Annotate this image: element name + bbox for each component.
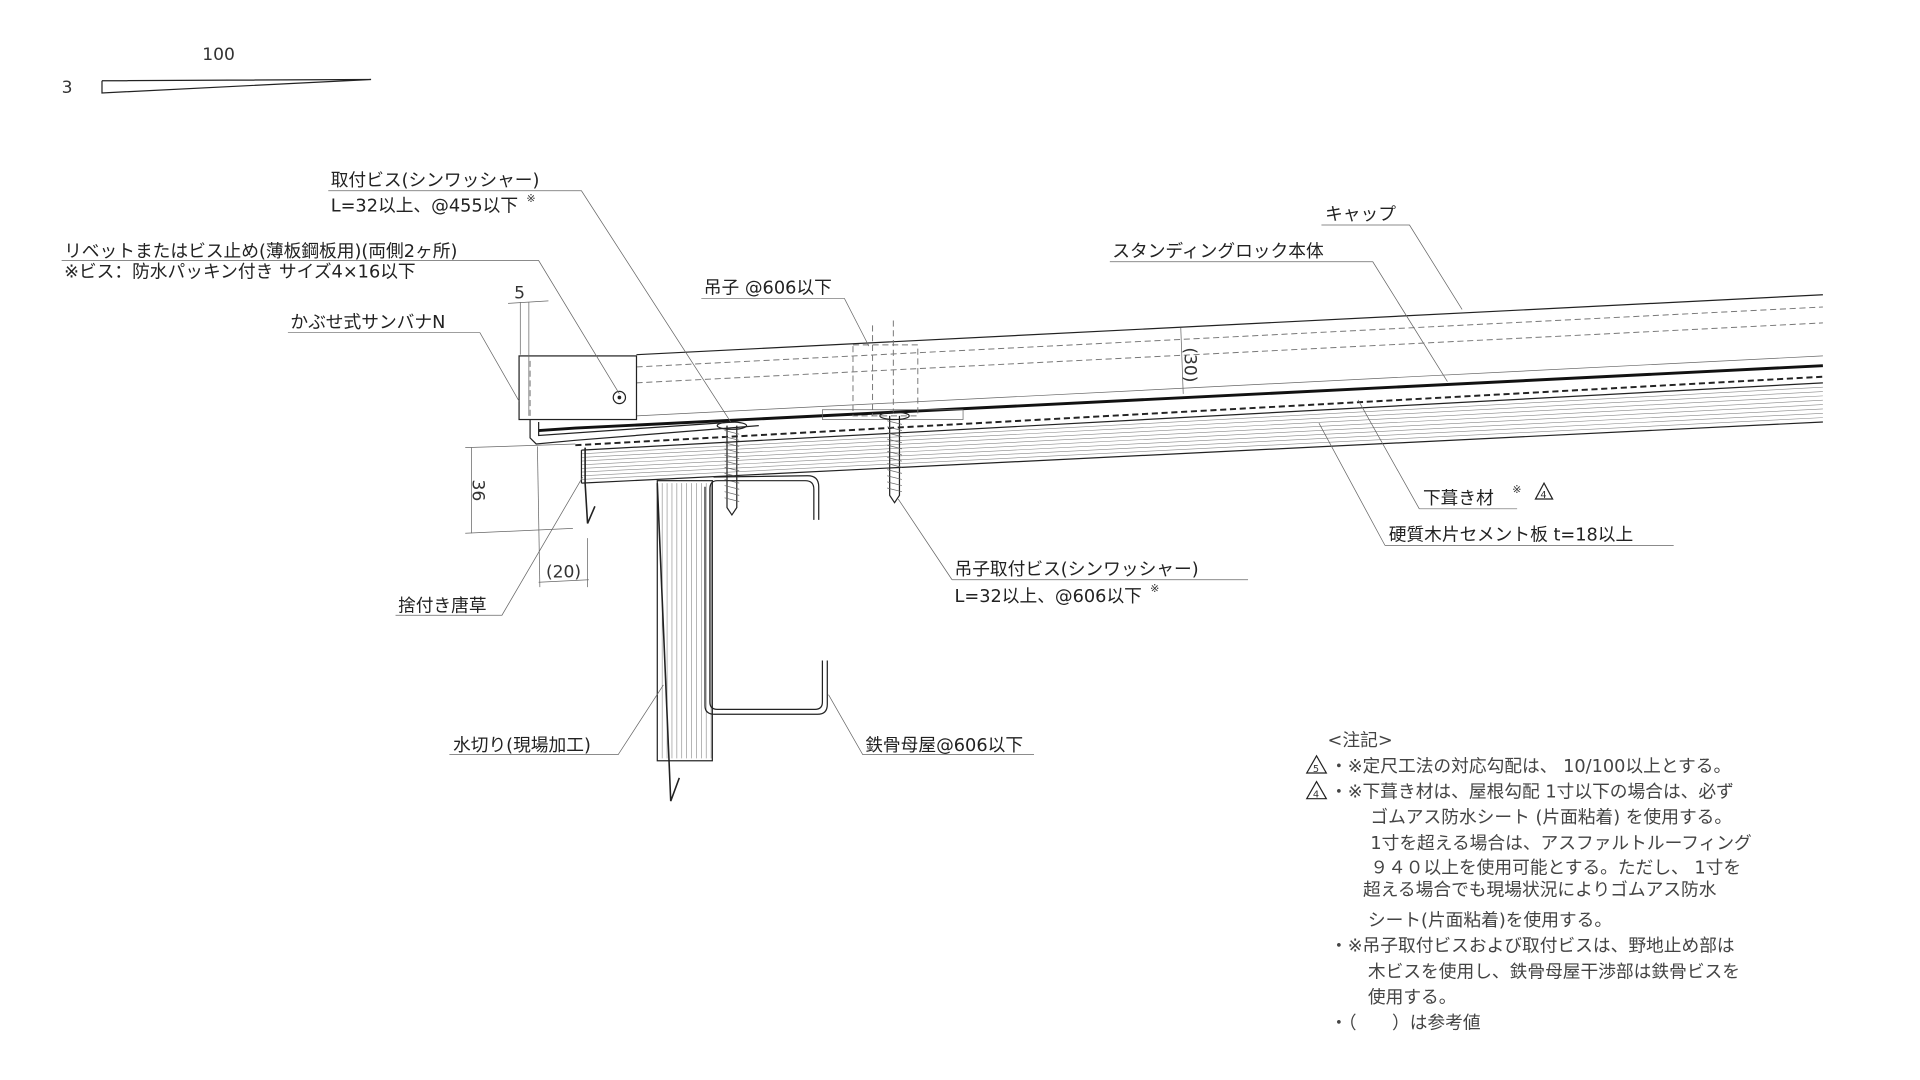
svg-text:硬質木片セメント板 t=18以上: 硬質木片セメント板 t=18以上 — [1389, 525, 1634, 546]
slope-run: 100 — [202, 45, 235, 65]
svg-text:捨付き唐草: 捨付き唐草 — [398, 596, 487, 617]
notes-title: <注記> — [1328, 730, 1393, 751]
note-line: 木ビスを使用し、鉄骨母屋干渉部は鉄骨ビスを — [1368, 961, 1740, 982]
slope-indicator: 3 100 — [62, 45, 372, 98]
dimension-20: (20) — [537, 446, 589, 588]
label-purlin: 鉄骨母屋@606以下 — [828, 694, 1034, 756]
label-fixing-screw: 取付ビス(シンワッシャー) L=32以上、@455以下 ※ — [328, 170, 731, 423]
dimension-30: (30) — [1179, 327, 1199, 394]
dimension-label: 5 — [514, 283, 525, 303]
svg-text:かぶせ式サンバナN: かぶせ式サンバナN — [290, 312, 445, 333]
label-cap: キャップ — [1321, 204, 1463, 310]
cap-hidden-line — [636, 322, 1823, 384]
slope-rise: 3 — [62, 78, 73, 98]
svg-text:4: 4 — [1313, 789, 1319, 800]
karakusa-flashing — [584, 447, 596, 524]
note-line: 使用する。 — [1368, 987, 1457, 1008]
svg-text:※: ※ — [1150, 582, 1159, 595]
revision-triangle-icon — [1305, 780, 1328, 800]
body-seam-line — [636, 355, 1823, 417]
svg-text:キャップ: キャップ — [1325, 204, 1396, 225]
steel-purlin — [656, 475, 828, 762]
note-line: シート(片面粘着)を使用する。 — [1368, 910, 1612, 931]
screw-icon — [879, 411, 910, 504]
svg-text:下葺き材: 下葺き材 — [1423, 488, 1494, 509]
revision-triangle-icon — [1534, 481, 1554, 500]
label-underlayment: 下葺き材 ※ 4 — [1357, 399, 1554, 510]
revision-triangle-icon — [1305, 754, 1328, 774]
svg-text:※: ※ — [1512, 483, 1521, 496]
dimension-label: (20) — [546, 562, 581, 582]
svg-text:4: 4 — [1540, 490, 1546, 501]
standing-lock-body — [538, 364, 1823, 432]
note-line: ・※吊子取付ビスおよび取付ビスは、野地止め部は — [1330, 936, 1735, 957]
note-line: ゴムアス防水シート (片面粘着) を使用する。 — [1370, 807, 1732, 828]
label-karakusa: 捨付き唐草 — [395, 476, 583, 617]
rivet-icon — [612, 390, 627, 405]
svg-text:※: ※ — [526, 192, 535, 205]
label-drip: 水切り(現場加工) — [449, 684, 664, 756]
slope-triangle — [101, 78, 372, 94]
svg-text:※ビス：防水パッキン付き サイズ4×16以下: ※ビス：防水パッキン付き サイズ4×16以下 — [64, 262, 416, 283]
board-top — [581, 382, 1823, 451]
dimension-36: 36 — [465, 443, 576, 534]
underlayment-line — [575, 375, 1823, 447]
notes-block: <注記> 5 4 ・※定尺工法の対応勾配は、 10/100以上とする。 ・※下葺… — [1305, 730, 1752, 1034]
drip-flashing — [656, 483, 681, 802]
label-clip: 吊子 @606以下 — [701, 279, 870, 347]
note-line: 1寸を超える場合は、アスファルトルーフィング — [1370, 833, 1751, 854]
board-bottom — [581, 421, 1823, 484]
svg-text:吊子取付ビス(シンワッシャー): 吊子取付ビス(シンワッシャー) — [954, 559, 1198, 580]
svg-text:取付ビス(シンワッシャー): 取付ビス(シンワッシャー) — [331, 170, 540, 191]
svg-text:リベットまたはビス止め(薄板鋼板用)(両側2ヶ所): リベットまたはビス止め(薄板鋼板用)(両側2ヶ所) — [64, 241, 457, 262]
svg-text:鉄骨母屋@606以下: 鉄骨母屋@606以下 — [865, 735, 1023, 756]
cap-top-line — [636, 294, 1823, 356]
note-line: ・※定尺工法の対応勾配は、 10/100以上とする。 — [1330, 756, 1731, 777]
svg-text:L=32以上、@606以下: L=32以上、@606以下 — [954, 586, 1141, 607]
svg-text:水切り(現場加工): 水切り(現場加工) — [453, 735, 591, 756]
sanbana-cover — [518, 355, 759, 445]
note-line: ・※下葺き材は、屋根勾配 1寸以下の場合は、必ず — [1330, 781, 1734, 802]
dimension-label: (30) — [1179, 347, 1199, 382]
label-sanbana: かぶせ式サンバナN — [287, 312, 520, 402]
cap-hidden-line — [636, 306, 1823, 368]
svg-text:5: 5 — [1313, 764, 1319, 775]
note-line: ９４０以上を使用可能とする。ただし、 1寸を — [1370, 857, 1741, 878]
roof-layers — [538, 294, 1823, 484]
label-standing-lock-body: スタンディングロック本体 — [1109, 241, 1448, 382]
svg-text:スタンディングロック本体: スタンディングロック本体 — [1112, 241, 1324, 262]
label-cement-board: 硬質木片セメント板 t=18以上 — [1318, 423, 1674, 546]
label-rivet: リベットまたはビス止め(薄板鋼板用)(両側2ヶ所) ※ビス：防水パッキン付き サ… — [61, 241, 620, 395]
svg-text:L=32以上、@455以下: L=32以上、@455以下 — [331, 196, 518, 217]
dimension-5: 5 — [508, 283, 549, 416]
svg-text:吊子 @606以下: 吊子 @606以下 — [704, 279, 832, 299]
cement-board — [581, 386, 1823, 480]
note-line: 超える場合でも現場状況によりゴムアス防水 — [1363, 879, 1717, 900]
label-clip-screw: 吊子取付ビス(シンワッシャー) L=32以上、@606以下 ※ — [897, 498, 1249, 607]
dimension-label: 36 — [468, 479, 488, 501]
note-line: ・（ ）は参考値 — [1330, 1013, 1481, 1034]
